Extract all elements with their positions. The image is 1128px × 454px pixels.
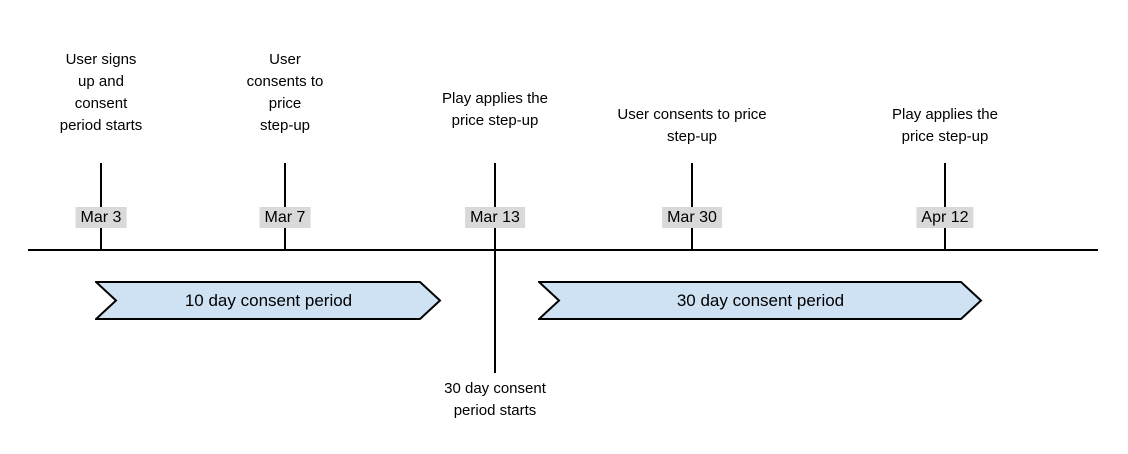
consent-period-banner: 30 day consent period: [538, 281, 983, 320]
event-tick-line: [100, 163, 102, 250]
event-label: User signs up and consent period starts: [59, 51, 143, 134]
banner-label: 30 day consent period: [676, 290, 845, 310]
event-date-chip: Mar 3: [75, 207, 127, 228]
banner-arrow-shape: [95, 281, 442, 320]
event-date-chip: Mar 30: [662, 207, 722, 228]
annotation-label: 30 day consent period starts: [444, 380, 546, 419]
event-date-chip: Mar 7: [259, 207, 311, 228]
event-label: User consents to price step-up: [617, 106, 767, 145]
event-tick-line: [944, 163, 946, 250]
event-label: Play applies the price step-up: [442, 90, 548, 129]
event-tick-line: [284, 163, 286, 250]
consent-period-banner: 10 day consent period: [95, 281, 442, 320]
event-date-chip: Mar 13: [465, 207, 525, 228]
banner-label: 10 day consent period: [184, 290, 353, 310]
event-label: User consents to price step-up: [246, 51, 324, 134]
banner-arrow-shape: [538, 281, 983, 320]
event-tick-line: [494, 163, 496, 250]
below-axis-connector: [494, 251, 496, 373]
timeline-axis: [28, 249, 1098, 251]
event-date-chip: Apr 12: [916, 207, 974, 228]
event-label: Play applies the price step-up: [892, 106, 998, 145]
event-tick-line: [691, 163, 693, 250]
